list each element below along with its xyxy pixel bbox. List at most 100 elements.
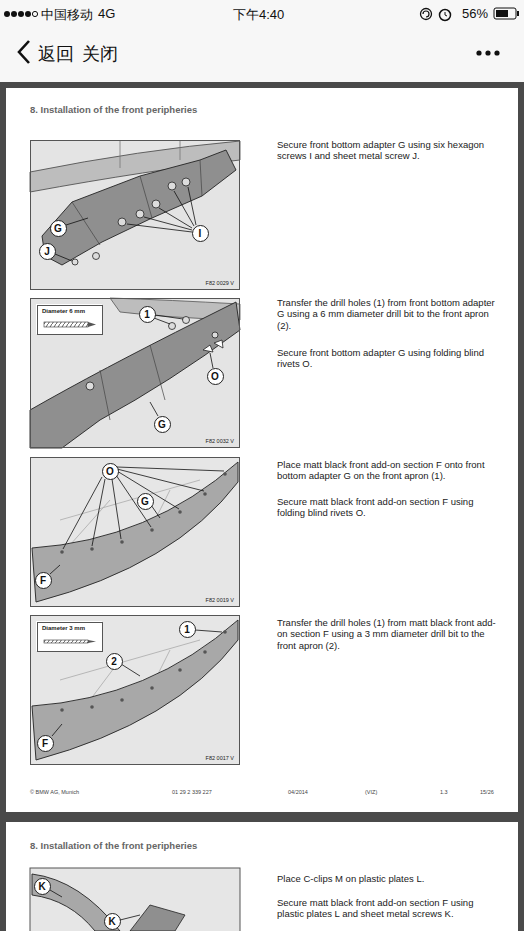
instruction-text: Place matt black front add-on section F … [277,459,499,482]
callout-letter: 1 [139,306,156,323]
nav-button: 返回 [38,42,74,66]
nav-bar-part [494,50,499,55]
figure-3-part-part [178,510,182,514]
figure-4-part [32,620,238,760]
figure-2-part-part [183,317,190,324]
status-bar-part [496,10,508,17]
figure-1-part-part [93,253,100,260]
status-bar-part [18,11,24,17]
status-bar-part [4,11,10,17]
figure-1-part-part [152,200,160,208]
status-bar-part [421,9,432,20]
figure-1-part-part [66,218,88,225]
status-bar-part [423,11,429,17]
figure-3-part-part [50,565,60,574]
figure-5-part-part [120,915,140,920]
figure-4-part-part [195,630,222,632]
figure-3-part-part [150,528,154,532]
figure-3-part-part [60,550,64,554]
callout-letter: J [39,243,56,260]
callout-letter: G [50,220,67,237]
figure-3-part-part [151,505,160,518]
nav-bar-part [19,41,29,63]
status-bar-part [32,11,37,16]
nav-button: 关闭 [82,42,118,66]
footer-text: (VIZ) [365,789,377,795]
figure-4-part-part [203,650,207,654]
figure-3-part-part [90,547,94,551]
figure-1-part-part [127,224,192,232]
figure-3-part-part [63,477,102,549]
callout-letter: 1 [179,621,196,638]
drill-size-label: Diameter 6 mm [42,308,85,314]
instruction-text: Transfer the drill holes (1) from front … [277,297,499,331]
figure-4-part-part [150,686,154,690]
footer-text: 01 29 2 339 227 [172,789,212,795]
figure-4-part-part [90,705,94,709]
figure-4-part-part [52,724,62,736]
drill-bit-box: Diameter 3 mm [37,622,103,652]
figure-4-part-part [121,664,140,676]
figure-2-part-part [155,315,183,319]
status-bar-part [440,10,451,21]
figure-3 [30,457,240,607]
figure-5 [30,868,240,931]
figure-5-part [50,890,140,920]
figure-2-part [30,302,240,448]
figure-code: F82 0032 V [206,438,234,444]
figure-1-part-part [159,208,192,228]
figure-4-part-part [178,668,182,672]
figure-3-part-part [112,479,121,539]
figure-1-part-part [72,259,78,265]
status-bar [0,0,524,28]
figure-2-part [36,304,102,334]
callout-letter: O [102,463,119,480]
figure-2-part-part [150,402,158,416]
figure-frame: F82 0029 V [30,140,240,290]
figure-4-part-part [223,630,227,634]
figure-2-part [100,345,165,420]
figure-2-part [44,322,88,327]
instruction-text: Secure front bottom adapter G using six … [277,139,499,162]
figure-5-part-part [50,890,62,897]
figure-code: F82 0017 V [206,755,234,761]
instruction-text: Secure matt black front add-on section F… [277,897,499,920]
callout-letter: G [137,493,154,510]
callout-letter: 2 [106,653,123,670]
figure-3-part [60,472,227,554]
callout-letter: K [104,913,121,930]
callout-letter: K [34,878,51,895]
figure-1-part [42,150,236,265]
figure-3-part-part [117,467,224,471]
status-bar-part [445,12,447,16]
status-bar-part [494,8,516,19]
figure-2-part [203,340,223,352]
figure-4-part [88,640,96,643]
figure-1-part-part [174,191,194,226]
figure-3-part-part [117,469,204,491]
figure-4-part-part [60,708,64,712]
figure-5-part [130,905,185,931]
figure-3-part [30,457,240,607]
document-page [6,88,518,931]
nav-bar-part [476,50,481,55]
figure-1-part-part [182,178,190,186]
figure-2-part-part [154,318,170,324]
callout-letter: F [37,735,54,752]
callout-letter: O [207,368,224,385]
figure-2-part-part [86,382,94,390]
figure-code: F82 0019 V [206,597,234,603]
status-text: 4G [98,6,115,21]
figure-2 [30,298,240,448]
figure-3-part [32,462,238,602]
instruction-text: Secure front bottom adapter G using fold… [277,347,499,370]
figure-3-part-part [203,492,207,496]
figure-4-part [44,640,88,643]
footer-text: 15/26 [480,789,494,795]
figure-5-part [30,868,240,931]
instruction-text: Place C-clips M on plastic plates L. [277,873,499,884]
instruction-text: Transfer the drill holes (1) from matt b… [277,617,499,651]
figure-1-part-part [168,182,176,190]
figure-1-part [72,178,190,265]
callout-letter: F [35,572,52,589]
